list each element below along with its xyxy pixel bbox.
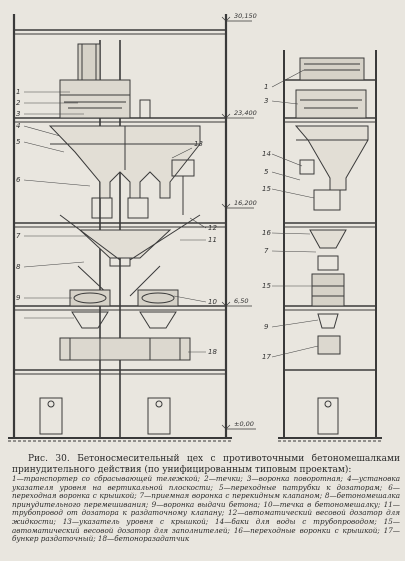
label-left-9: 9 xyxy=(16,294,21,302)
figure-title: Бетоносмесительный цех с противоточными … xyxy=(12,454,400,475)
label-right-5: 5 xyxy=(264,168,269,176)
label-right-9: 9 xyxy=(264,323,269,331)
label-right-3: 3 xyxy=(264,97,268,105)
elevation-6500: 6,50 xyxy=(234,297,248,305)
label-left-11: 11 xyxy=(208,236,217,244)
label-left-4: 4 xyxy=(16,122,20,130)
elevation-30150: 30,150 xyxy=(234,12,257,20)
label-left-8: 8 xyxy=(16,263,21,271)
elevation-16200: 16,200 xyxy=(234,199,257,207)
elevation-23400: 23,400 xyxy=(234,109,257,117)
label-right-7: 7 xyxy=(264,247,269,255)
label-left-6: 6 xyxy=(16,176,21,184)
label-right-14: 14 xyxy=(262,150,271,158)
label-right-15b: 15 xyxy=(262,282,271,290)
label-left-5: 5 xyxy=(16,138,21,146)
caption-title-line: Рис. 30. Бетоносмесительный цех с против… xyxy=(12,454,400,475)
elevation-0: ±0,00 xyxy=(234,420,254,428)
label-left-1: 1 xyxy=(16,88,20,96)
label-right-1: 1 xyxy=(264,83,268,91)
label-left-13: 13 xyxy=(194,140,203,148)
label-left-10: 10 xyxy=(208,298,217,306)
label-left-2: 2 xyxy=(16,99,21,107)
figure-caption: Рис. 30. Бетоносмесительный цех с против… xyxy=(12,454,400,544)
left-section xyxy=(8,14,232,442)
label-left-7: 7 xyxy=(16,232,21,240)
section-drawing: 30,150 23,400 16,200 6,50 ±0,00 1 2 3 4 … xyxy=(8,12,382,442)
figure-legend: 1—транспортер со сбрасывающей тележкой; … xyxy=(12,474,400,544)
label-left-18: 18 xyxy=(208,348,217,356)
label-right-16: 16 xyxy=(262,229,271,237)
right-section xyxy=(278,50,382,442)
label-right-15: 15 xyxy=(262,185,271,193)
label-left-3: 3 xyxy=(16,110,20,118)
figure-number: Рис. 30. xyxy=(28,454,70,464)
label-left-12: 12 xyxy=(208,224,217,232)
label-right-17: 17 xyxy=(262,353,271,361)
